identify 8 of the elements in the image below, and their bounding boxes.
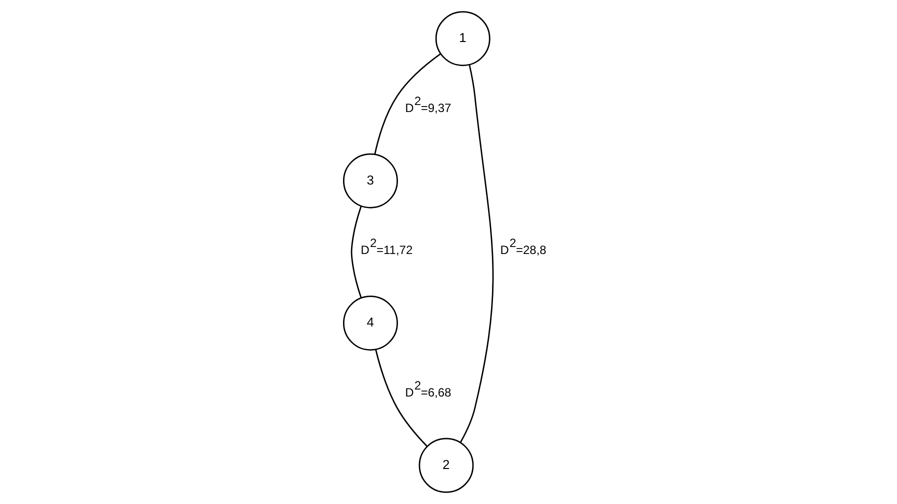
connector [374,349,428,447]
node-circle: 4 [342,296,398,351]
node-circle: 3 [342,153,398,208]
connector [374,53,440,154]
connector [350,206,362,298]
connector [459,64,494,443]
node-circle: 2 [418,438,474,493]
node-circle: 1 [434,11,490,66]
